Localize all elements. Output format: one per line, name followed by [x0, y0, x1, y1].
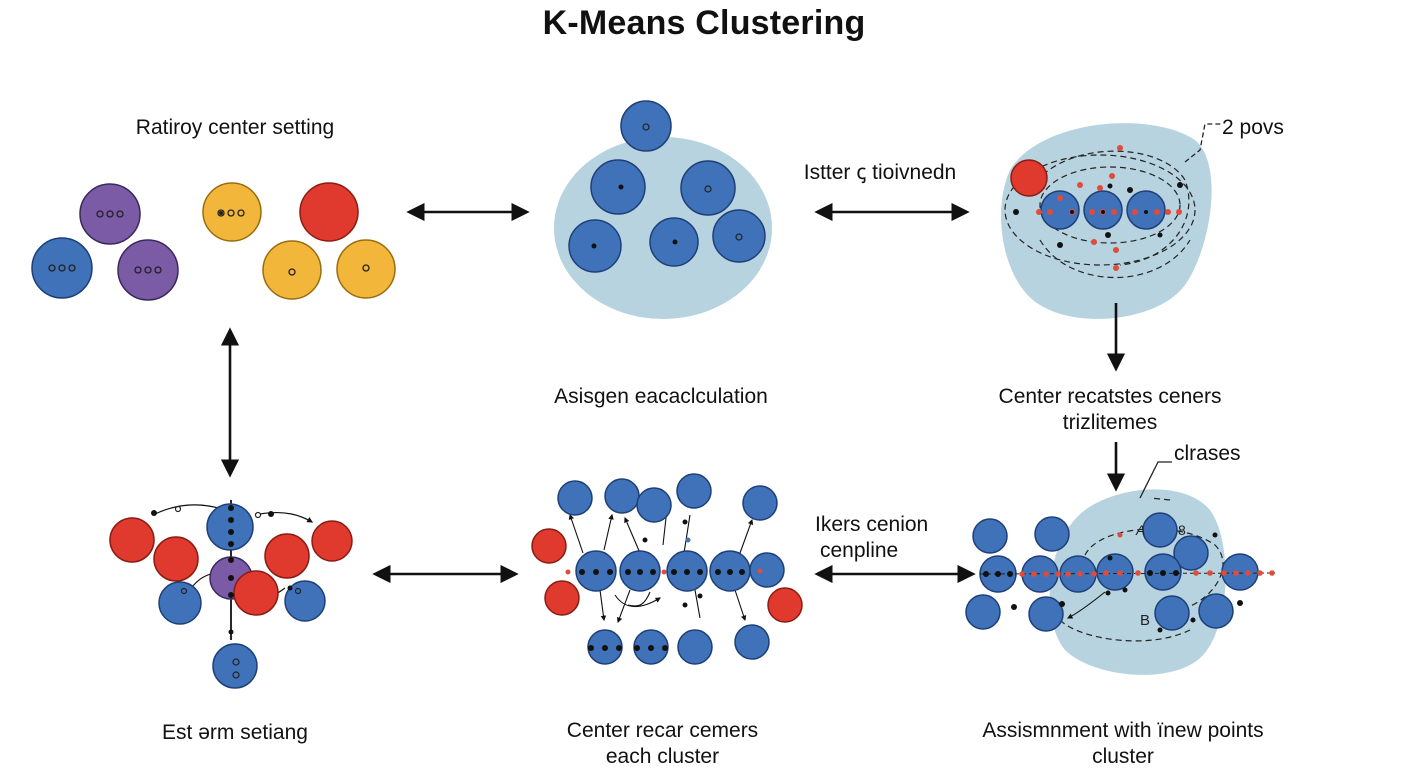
label-two-povs: 2 povs — [1222, 116, 1284, 139]
cluster-circle-blue — [734, 624, 770, 660]
cluster-circle-red — [311, 520, 353, 562]
label-assign-calc: Asisgen eacaclculation — [554, 385, 768, 408]
panel-iterate — [1001, 123, 1222, 319]
panel-random-centers — [31, 182, 396, 301]
mark-8: 8 — [1178, 522, 1186, 538]
cluster-circle-purple — [117, 239, 179, 301]
label-assignment-2: cluster — [1092, 745, 1154, 768]
cluster-circle-red — [1010, 159, 1048, 197]
cluster-circle-blue — [212, 643, 258, 689]
cluster-circle-blue — [680, 160, 736, 216]
center-marks — [48, 209, 370, 276]
cluster-circle-red — [109, 517, 155, 563]
label-center-recast-1: Center recatstes ceners — [998, 385, 1222, 408]
cluster-circle-red — [544, 580, 580, 616]
cluster-circle-blue — [1096, 553, 1134, 591]
cluster-circle-blue — [557, 480, 593, 516]
cluster-circle-red — [233, 570, 279, 616]
panel-center-recar — [531, 473, 803, 665]
cluster-circle-yellow — [262, 240, 322, 300]
cluster-circle-purple — [79, 183, 141, 245]
cluster-circle-blue — [1173, 535, 1209, 571]
cluster-circle-blue — [604, 478, 640, 514]
mark-a: A — [1135, 522, 1145, 538]
label-iterate: Istter ꞔ tioivnedn — [803, 161, 957, 184]
label-center-recar-2: each cluster — [605, 745, 720, 768]
cluster-circle-red — [767, 587, 803, 623]
cluster-circle-blue — [620, 100, 672, 152]
label-random-center: Ratiroy center setting — [135, 116, 335, 139]
label-assignment-1: Assismnment with ïnew points — [982, 719, 1264, 742]
cluster-circle-blue — [1034, 516, 1070, 552]
cluster-circle-blue — [590, 159, 646, 215]
cluster-circle-red — [264, 533, 310, 579]
label-center-recar-1: Center recar cemers — [566, 719, 759, 742]
cluster-halo — [1049, 489, 1226, 675]
cluster-circle-red — [531, 528, 567, 564]
cluster-circle-blue — [1198, 593, 1234, 629]
cluster-circle-red — [299, 182, 359, 242]
cluster-circle-blue — [31, 237, 93, 299]
label-ikers-1: Ikers cenion — [815, 513, 929, 536]
mark-b: B — [1140, 612, 1150, 629]
cluster-circle-blue — [749, 552, 785, 588]
page-title: K-Means Clustering — [542, 4, 866, 42]
cluster-circle-blue — [712, 209, 766, 263]
cluster-circle-blue — [1154, 595, 1190, 631]
cluster-circle-blue — [972, 518, 1008, 554]
cluster-circle-blue — [1142, 512, 1178, 548]
cluster-circle-blue — [676, 473, 712, 509]
cluster-circle-yellow — [336, 239, 396, 299]
cluster-circle-blue — [965, 594, 1001, 630]
label-ikers-2: cenpline — [820, 539, 899, 562]
cluster-circle-blue — [677, 629, 713, 665]
cluster-circle-red — [153, 536, 199, 582]
cluster-circle-blue — [158, 581, 202, 625]
label-clrases: clrases — [1174, 442, 1241, 465]
cluster-circle-blue — [1028, 596, 1064, 632]
cluster-circle-yellow — [202, 182, 262, 242]
label-est-arm: Est ərm setiang — [162, 721, 308, 744]
panel-assignment — [965, 461, 1276, 675]
label-center-recast-2: trizlitemes — [1062, 411, 1158, 434]
cluster-circle-blue — [206, 503, 254, 551]
panel-est-arm — [109, 500, 353, 689]
cluster-circle-blue — [636, 487, 672, 523]
panel-assign — [554, 100, 772, 319]
cluster-circle-blue — [1221, 553, 1259, 591]
flow-arrows — [220, 202, 1126, 584]
cluster-circle-blue — [742, 485, 778, 521]
